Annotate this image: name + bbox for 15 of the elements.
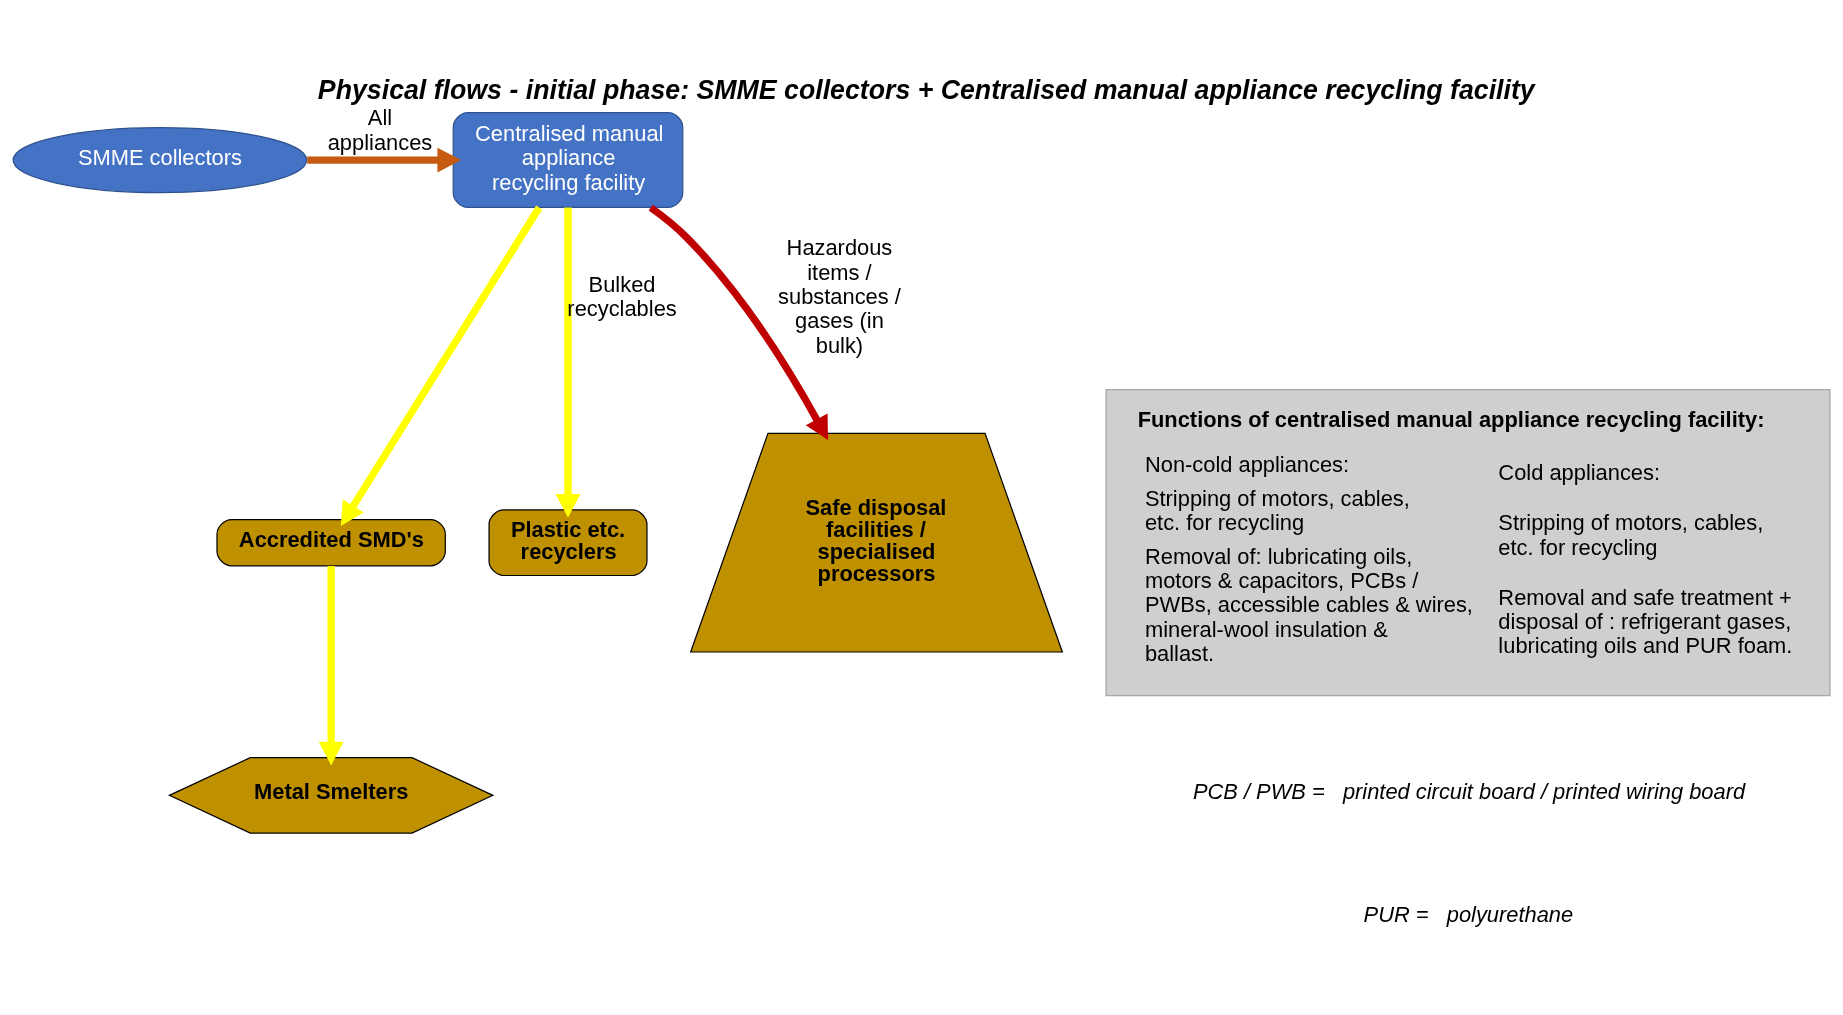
arrow xyxy=(555,207,581,518)
arrow xyxy=(307,147,462,173)
arrow xyxy=(318,566,344,766)
node-box: Accredited SMD's xyxy=(216,519,446,567)
edge-label: All appliances xyxy=(327,105,433,155)
arrow xyxy=(648,204,828,441)
diagram-title: Physical flows - initial phase: SMME collectors + Centralised manual appliance recycling facility xyxy=(317,74,1535,105)
label: PUR = polyurethane xyxy=(1363,902,1574,928)
node-box: Functions of centralised manual appliance recycling facility: Non-cold appliances: Stripping of motors, cables, etc. for recycling Removal of: lubricating oils, motors & capacitors, PCBs / PWBs, accessible cables & wires, mineral-wool insulation & ballast. Cold appliances: Stripping of motors, cables, etc. for recycling Removal and safe treatment + disposal of : refrigerant gases, lubricating oils and PUR foam. xyxy=(1105,389,1831,697)
node-ellipse: SMME collectors xyxy=(12,127,308,194)
node-box: Plastic etc. recyclers xyxy=(488,509,648,577)
label: PCB / PWB = printed circuit board / printed wiring board xyxy=(1192,779,1746,805)
node-box: Centralised manual appliance recycling facility xyxy=(452,112,684,209)
arrow xyxy=(340,205,543,526)
edge-label: Hazardous items / substances / gases (in bulk) xyxy=(778,235,901,358)
